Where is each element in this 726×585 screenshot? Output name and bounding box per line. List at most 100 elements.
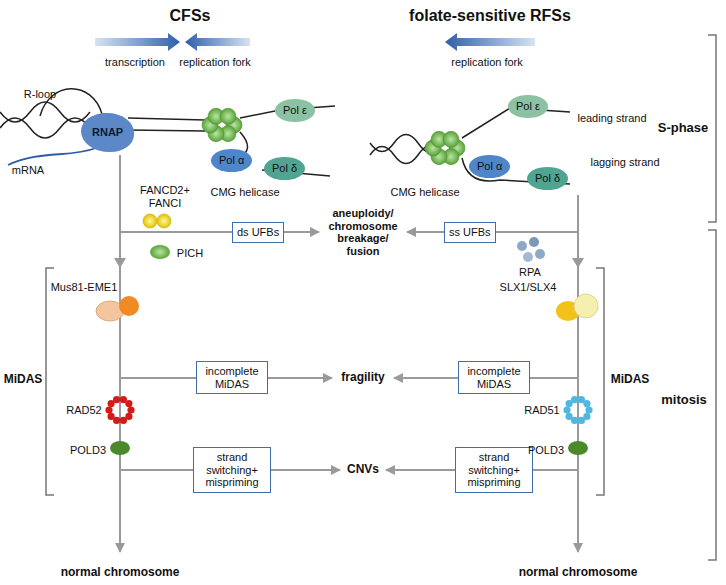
rpa-icon — [517, 241, 527, 251]
eme1-icon — [119, 296, 139, 316]
node-text: ds UFBs — [237, 226, 279, 239]
protein-label: RAD51 — [524, 404, 559, 417]
process-box: ss UFBs — [444, 222, 496, 243]
phase-bracket — [708, 230, 716, 560]
node-text: Pol δ — [535, 172, 560, 185]
slx4-icon — [574, 294, 598, 318]
pich-icon — [150, 245, 170, 259]
outcome-label: aneuploidy/ chromosome breakage/ fusion — [325, 207, 401, 258]
ring-subunit — [113, 396, 120, 403]
ring-subunit — [125, 400, 132, 407]
process-label: MiDAS — [611, 373, 650, 387]
phase-label: mitosis — [661, 393, 707, 408]
dna-strand — [128, 130, 205, 131]
ring-subunit — [566, 413, 573, 420]
process-box: strand switching+ mispriming — [455, 447, 533, 493]
pold3-icon — [110, 441, 130, 455]
recombinase-rings — [105, 396, 592, 424]
mrna-strand — [8, 148, 96, 165]
structure-label: R-loop — [24, 88, 56, 101]
node-text: Pol ε — [283, 104, 307, 117]
arrowhead — [114, 258, 126, 268]
fork-arrow — [185, 33, 250, 51]
outcome-label: CNVs — [347, 463, 379, 477]
node-text: Pol ε — [516, 100, 540, 113]
strand-label: leading strand — [577, 112, 646, 125]
process-box: incomplete MiDAS — [458, 361, 530, 394]
rpa-icon — [529, 237, 539, 247]
dna-strands — [0, 89, 570, 184]
transcription-arrow — [95, 33, 180, 51]
phase-bracket — [708, 35, 716, 222]
structure-label: mRNA — [12, 164, 44, 177]
column-title: folate-sensitive RFSs — [409, 7, 571, 25]
protein-label: CMG helicase — [390, 186, 459, 199]
node-text: Pol α — [219, 154, 244, 167]
fork-arrow — [445, 33, 535, 51]
polymerase-oval: Pol δ — [264, 157, 305, 180]
dna-strand — [0, 118, 90, 138]
strand-label: lagging strand — [590, 156, 659, 169]
node-text: incomplete MiDAS — [201, 365, 263, 390]
fanci-icon — [157, 214, 171, 228]
protein-label: RPA — [519, 266, 541, 279]
dna-strand — [370, 147, 432, 164]
process-box: strand switching+ mispriming — [193, 447, 271, 493]
ring-subunit — [578, 417, 585, 424]
midas-bracket — [46, 268, 54, 495]
outcome-label: normal chromosome — [61, 566, 180, 580]
process-label: MiDAS — [4, 373, 43, 387]
node-text: RNAP — [92, 126, 123, 139]
protein-label: FANCD2+ FANCI — [139, 184, 191, 209]
polymerase-oval: Pol δ — [527, 167, 568, 190]
column-title: CFSs — [170, 7, 211, 25]
arrow-label: replication fork — [451, 56, 523, 69]
pathway-line — [577, 195, 579, 552]
protein-label: POLD3 — [70, 444, 106, 457]
lagging-strand — [238, 132, 330, 176]
ring-subunit — [563, 406, 570, 413]
arrowheads — [114, 258, 584, 268]
outcome-label: normal chromosome — [519, 566, 638, 580]
ring-subunit — [105, 406, 112, 413]
protein-label: SLX1/SLX4 — [500, 281, 557, 294]
dna-strand — [128, 118, 205, 120]
polymerase-oval: Pol α — [469, 155, 510, 178]
arrow-label: transcription — [105, 56, 165, 69]
rpa-icon — [535, 249, 545, 259]
pathway-line — [119, 155, 121, 552]
node-text: incomplete MiDAS — [463, 365, 525, 390]
outcome-label: fragility — [341, 371, 384, 385]
helicase-subunit — [220, 108, 236, 124]
ring-subunit — [127, 406, 134, 413]
node-text: ss UFBs — [449, 226, 491, 239]
phase-label: S-phase — [658, 121, 709, 136]
polymerase-oval: Pol α — [211, 149, 252, 172]
node-text: Pol α — [477, 160, 502, 173]
rnap-blob: RNAP — [81, 113, 134, 152]
ring-subunit — [108, 413, 115, 420]
polymerase-oval: Pol ε — [275, 99, 315, 122]
polymerase-oval: Pol ε — [508, 95, 548, 118]
node-text: strand switching+ mispriming — [460, 451, 528, 489]
ring-subunit — [120, 417, 127, 424]
helicase-subunit — [443, 131, 459, 147]
brackets — [46, 35, 716, 560]
protein-label: POLD3 — [528, 444, 564, 457]
protein-label: RAD52 — [66, 404, 101, 417]
node-text: strand switching+ mispriming — [198, 451, 266, 489]
arrow-label: replication fork — [179, 56, 251, 69]
direction-arrows — [95, 33, 535, 51]
node-text: Pol δ — [272, 162, 297, 175]
ring-subunit — [571, 396, 578, 403]
ring-subunit — [585, 406, 592, 413]
pold3-icon — [568, 441, 588, 455]
protein-label: Mus81-EME1 — [51, 281, 118, 294]
process-box: ds UFBs — [232, 222, 284, 243]
protein-label: CMG helicase — [210, 186, 279, 199]
arrowhead — [572, 258, 584, 268]
fancd2-icon — [143, 214, 157, 228]
pathway-lines — [120, 155, 578, 552]
rpa-icon — [523, 252, 533, 262]
ring-subunit — [583, 400, 590, 407]
